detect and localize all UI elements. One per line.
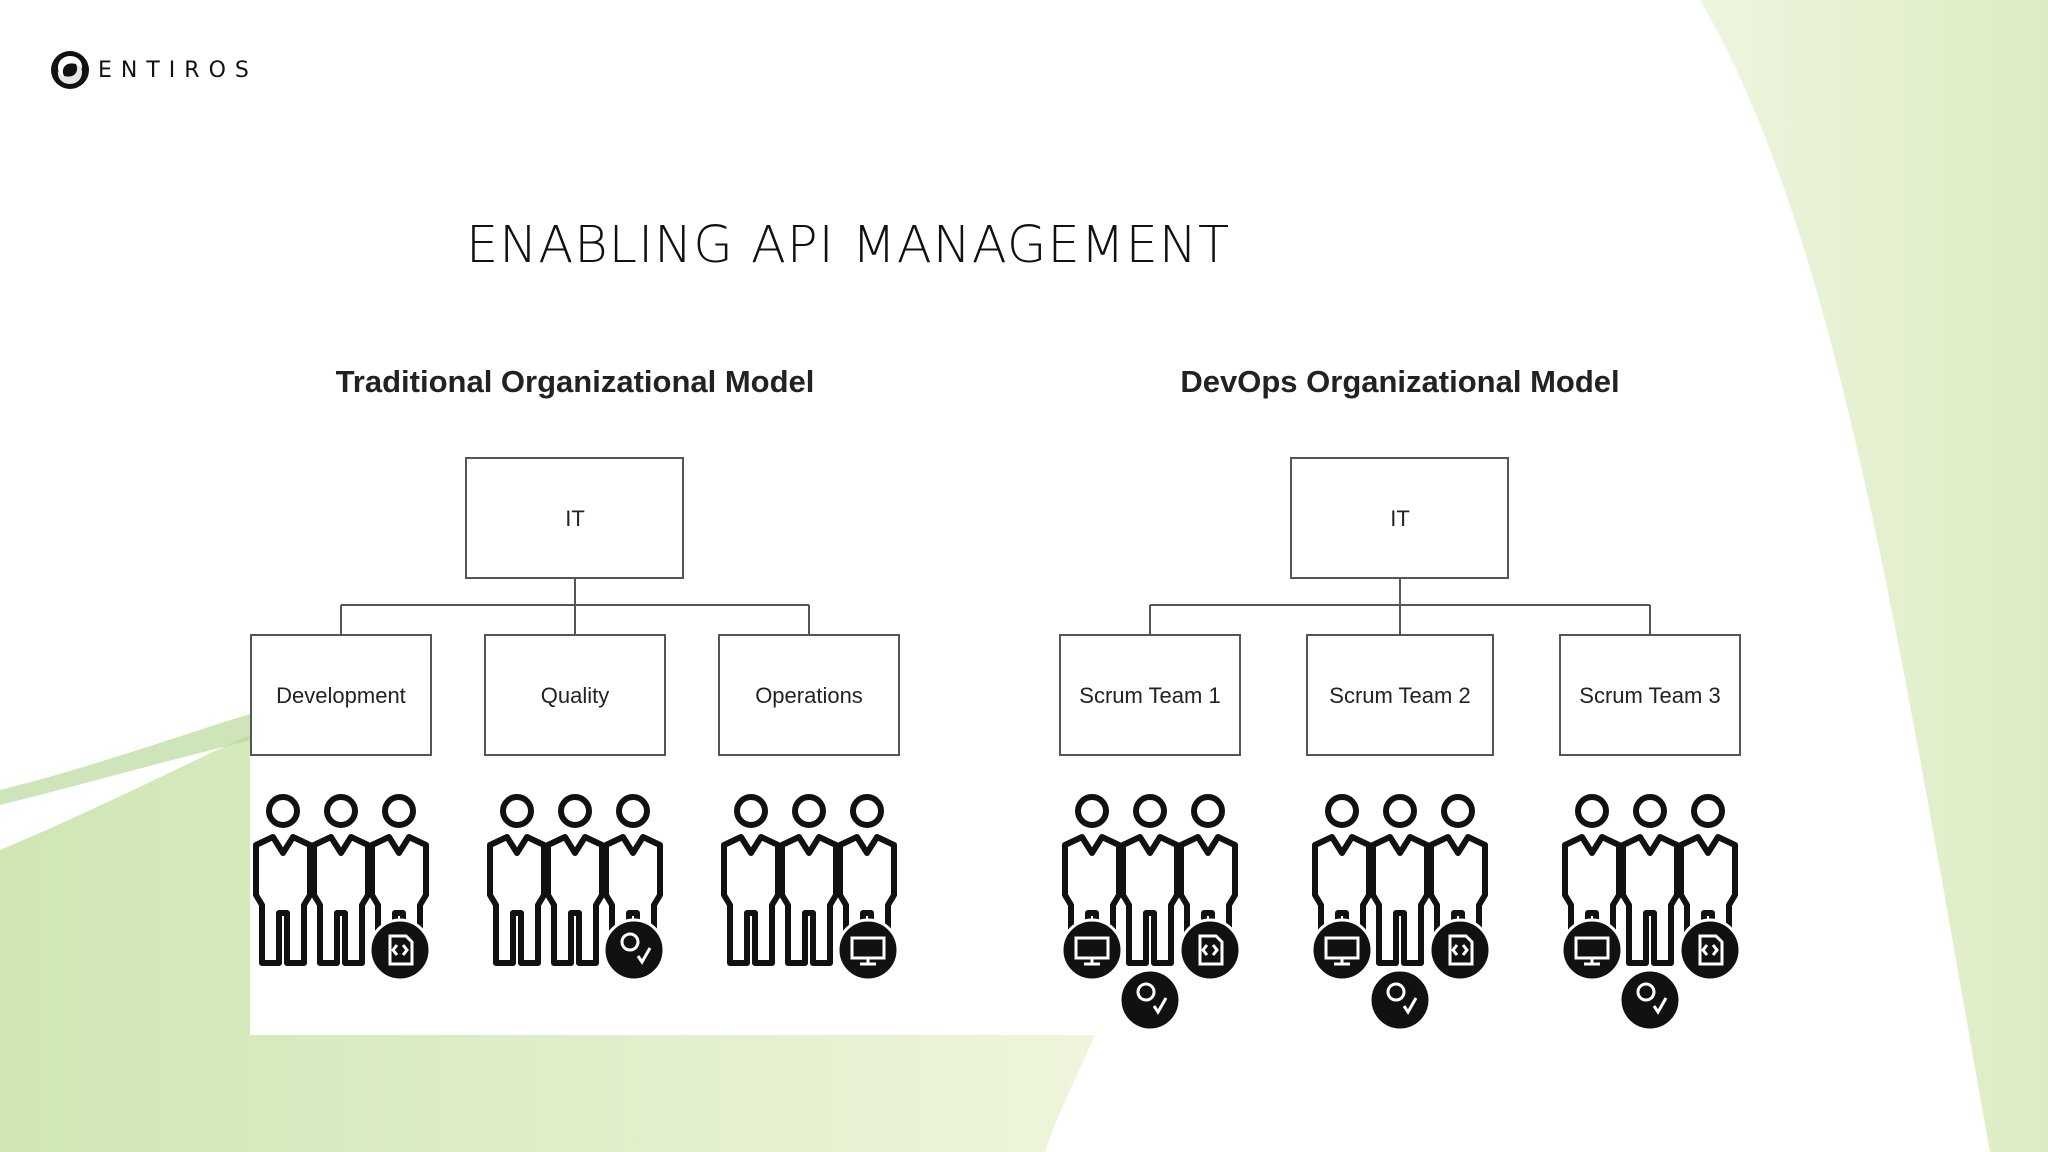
gear-check-icon [1368,968,1432,1032]
traditional-model: Traditional Organizational Model IT Deve… [250,364,900,982]
person-head-icon [850,794,884,828]
gear-check-icon [1118,968,1182,1032]
green-stripe [0,700,300,805]
person-head-icon [1441,794,1475,828]
person-head-icon [792,794,826,828]
gear-check-icon [602,918,666,982]
org-connector-lines [340,578,810,635]
person-head-icon [1133,794,1167,828]
unit-box-label: Scrum Team 3 [1579,683,1720,708]
person-head-icon [500,794,534,828]
person-head-icon [1633,794,1667,828]
logo: ENTIROS [50,50,258,90]
monitor-icon [1560,918,1624,982]
unit-box [250,634,432,756]
code-icon [1428,918,1492,982]
monitor-icon [1060,918,1124,982]
person-head-icon [558,794,592,828]
person-icon [545,834,605,966]
person-icon [1120,834,1180,966]
code-icon [1178,918,1242,982]
unit-box-label: Quality [541,683,609,708]
slide-title: ENABLING API MANAGEMENT [466,216,1231,275]
unit-box-label: Scrum Team 1 [1079,683,1220,708]
code-icon [368,918,432,982]
unit-box [1059,634,1241,756]
person-head-icon [1691,794,1725,828]
person-head-icon [266,794,300,828]
gear-check-icon [1618,968,1682,1032]
it-box [1290,457,1509,579]
it-box-label: IT [565,506,585,531]
people-group [487,794,663,966]
unit-box [1559,634,1741,756]
monitor-icon [1310,918,1374,982]
person-head-icon [734,794,768,828]
person-head-icon [616,794,650,828]
person-head-icon [1325,794,1359,828]
person-icon [487,834,547,966]
monitor-icon [836,918,900,982]
diagram-panel: Traditional Organizational Model IT Deve… [250,355,1750,1035]
person-head-icon [1075,794,1109,828]
person-head-icon [1575,794,1609,828]
person-icon [311,834,371,966]
unit-box-label: Operations [755,683,863,708]
right-green-shape [1700,0,2048,1152]
unit-box [718,634,900,756]
it-box-label: IT [1390,506,1410,531]
logo-text: ENTIROS [98,57,258,83]
person-head-icon [382,794,416,828]
person-icon [1620,834,1680,966]
people-group [253,794,429,966]
person-icon [721,834,781,966]
org-connector-lines [1149,578,1651,635]
person-icon [253,834,313,966]
person-icon [1370,834,1430,966]
unit-box [484,634,666,756]
model-title: DevOps Organizational Model [1180,364,1619,399]
logo-swirl-icon [51,51,89,89]
model-title: Traditional Organizational Model [336,364,815,399]
code-icon [1678,918,1742,982]
person-head-icon [1191,794,1225,828]
person-head-icon [324,794,358,828]
person-head-icon [1383,794,1417,828]
person-icon [779,834,839,966]
unit-box-label: Development [276,683,406,708]
unit-box [1306,634,1494,756]
unit-box-label: Scrum Team 2 [1329,683,1470,708]
devops-model: DevOps Organizational Model IT Scrum Tea… [1059,364,1742,1032]
